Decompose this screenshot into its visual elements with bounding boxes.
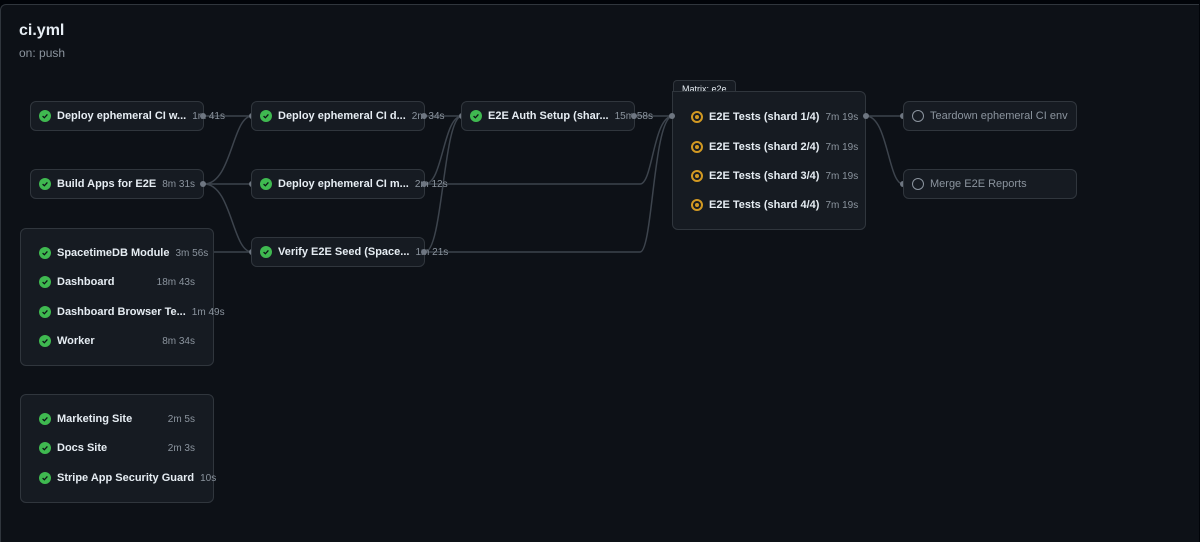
check-circle-icon — [260, 178, 272, 190]
job-verify-e2e-seed[interactable]: Verify E2E Seed (Space... 1m 21s — [251, 237, 448, 267]
edge — [424, 115, 463, 185]
check-circle-icon — [260, 246, 272, 258]
job-duration: 18m 43s — [156, 276, 195, 288]
job-duration: 7m 19s — [825, 170, 859, 182]
job-name: Deploy ephemeral CI d... — [278, 110, 406, 122]
job-output-port — [200, 113, 206, 119]
job-name: Worker — [57, 335, 95, 347]
job-e2e-tests-shard-3[interactable]: E2E Tests (shard 3/4) 7m 19s — [683, 164, 859, 188]
job-name: Dashboard Browser Te... — [57, 306, 186, 318]
job-teardown-ephemeral-ci-env[interactable]: Teardown ephemeral CI env — [903, 101, 1077, 131]
job-duration: 7m 19s — [825, 199, 859, 211]
job-duration: 1m 41s — [192, 110, 225, 122]
job-duration: 2m 3s — [167, 442, 195, 454]
matrix-e2e-group: E2E Tests (shard 1/4) 7m 19s E2E Tests (… — [672, 91, 866, 230]
job-name: Docs Site — [57, 442, 108, 454]
check-circle-icon — [260, 110, 272, 122]
job-name: Merge E2E Reports — [930, 178, 1027, 190]
job-name: Teardown ephemeral CI env — [930, 110, 1068, 122]
edge — [425, 115, 674, 185]
job-name: Stripe App Security Guard — [57, 472, 195, 484]
check-circle-icon — [39, 335, 51, 347]
workflow-trigger: on: push — [19, 46, 66, 60]
check-circle-icon — [39, 276, 51, 288]
job-output-port — [631, 113, 637, 119]
job-duration: 8m 34s — [162, 335, 195, 347]
check-circle-icon — [39, 472, 51, 484]
job-duration: 7m 19s — [825, 111, 859, 123]
in-progress-icon — [691, 170, 703, 182]
job-input-port — [669, 113, 675, 119]
job-name: E2E Tests (shard 4/4) — [709, 199, 820, 211]
job-duration: 2m 12s — [414, 178, 448, 190]
job-duration: 2m 34s — [411, 110, 445, 122]
job-name: E2E Auth Setup (shar... — [488, 110, 609, 122]
job-output-port — [421, 249, 427, 255]
check-circle-icon — [39, 413, 51, 425]
job-deploy-ephemeral-ci-m[interactable]: Deploy ephemeral CI m... 2m 12s — [251, 169, 448, 199]
job-e2e-tests-shard-2[interactable]: E2E Tests (shard 2/4) 7m 19s — [683, 135, 859, 159]
job-name: E2E Tests (shard 2/4) — [709, 141, 820, 153]
job-name: E2E Tests (shard 1/4) — [709, 111, 820, 123]
job-duration: 7m 19s — [825, 141, 859, 153]
job-e2e-auth-setup[interactable]: E2E Auth Setup (shar... 15m 58s — [461, 101, 653, 131]
job-name: SpacetimeDB Module — [57, 247, 170, 259]
job-merge-e2e-reports[interactable]: Merge E2E Reports — [903, 169, 1077, 199]
check-circle-icon — [39, 306, 51, 318]
job-output-port — [421, 113, 427, 119]
job-name: Build Apps for E2E — [57, 178, 157, 190]
job-group-sites: Marketing Site 2m 5s Docs Site 2m 3s Str… — [20, 394, 216, 503]
job-dashboard-browser-tests[interactable]: Dashboard Browser Te... 1m 49s — [31, 300, 225, 324]
in-progress-icon — [691, 199, 703, 211]
job-e2e-tests-shard-4[interactable]: E2E Tests (shard 4/4) 7m 19s — [683, 193, 859, 217]
check-circle-icon — [39, 178, 51, 190]
in-progress-icon — [691, 111, 703, 123]
edge — [425, 115, 674, 253]
job-marketing-site[interactable]: Marketing Site 2m 5s — [31, 407, 203, 431]
job-name: Deploy ephemeral CI m... — [278, 178, 409, 190]
job-name: Verify E2E Seed (Space... — [278, 246, 410, 258]
job-output-port — [421, 181, 427, 187]
edge — [865, 115, 904, 185]
queued-circle-icon — [912, 178, 924, 190]
edge — [203, 115, 253, 185]
job-e2e-tests-shard-1[interactable]: E2E Tests (shard 1/4) 7m 19s — [683, 105, 859, 129]
job-dashboard[interactable]: Dashboard 18m 43s — [31, 270, 203, 294]
job-duration: 10s — [200, 472, 217, 484]
check-circle-icon — [39, 247, 51, 259]
job-worker[interactable]: Worker 8m 34s — [31, 329, 203, 353]
queued-circle-icon — [912, 110, 924, 122]
job-duration: 3m 56s — [175, 247, 209, 259]
job-duration: 1m 21s — [415, 246, 449, 258]
job-duration: 1m 49s — [191, 306, 225, 318]
job-name: Dashboard — [57, 276, 115, 288]
job-duration: 8m 31s — [162, 178, 196, 190]
job-build-apps-for-e2e[interactable]: Build Apps for E2E 8m 31s — [30, 169, 204, 199]
check-circle-icon — [39, 442, 51, 454]
check-circle-icon — [470, 110, 482, 122]
check-circle-icon — [39, 110, 51, 122]
workflow-title: ci.yml — [19, 22, 65, 39]
job-output-port — [863, 113, 869, 119]
job-name: Marketing Site — [57, 413, 133, 425]
job-deploy-ephemeral-ci-w[interactable]: Deploy ephemeral CI w... 1m 41s — [30, 101, 225, 131]
job-duration: 2m 5s — [167, 413, 195, 425]
job-stripe-app-security-guard[interactable]: Stripe App Security Guard 10s — [31, 466, 216, 490]
job-deploy-ephemeral-ci-d[interactable]: Deploy ephemeral CI d... 2m 34s — [251, 101, 445, 131]
job-output-port — [200, 181, 206, 187]
edge — [203, 183, 253, 253]
job-name: Deploy ephemeral CI w... — [57, 110, 187, 122]
job-group-builds: SpacetimeDB Module 3m 56s Dashboard 18m … — [20, 228, 225, 366]
in-progress-icon — [691, 141, 703, 153]
job-docs-site[interactable]: Docs Site 2m 3s — [31, 436, 203, 460]
job-name: E2E Tests (shard 3/4) — [709, 170, 820, 182]
job-spacetimedb-module[interactable]: SpacetimeDB Module 3m 56s — [31, 241, 208, 265]
